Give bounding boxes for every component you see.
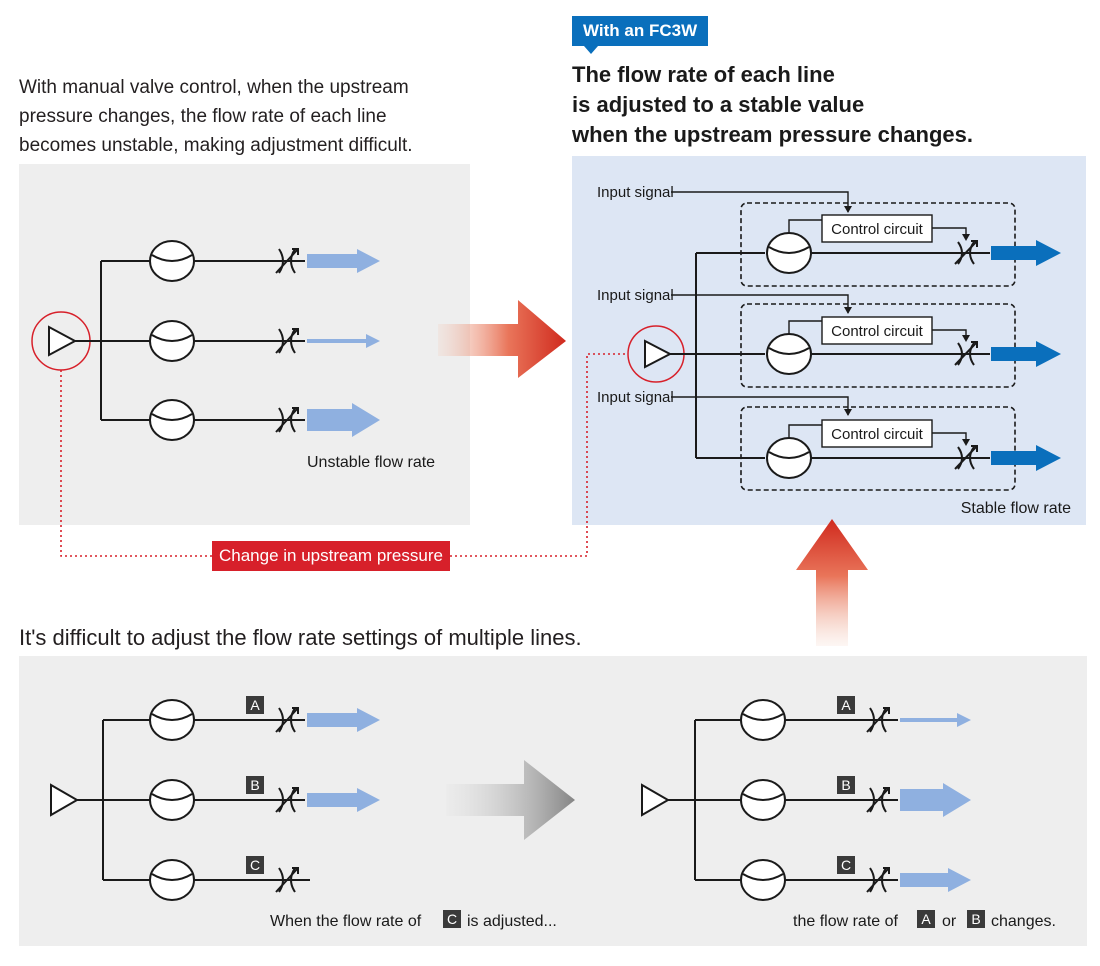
bottom-left-circuit: A B C When the flow: [50, 696, 557, 930]
valve-tag-c-text: C: [841, 857, 851, 873]
control-circuit-label-3: Control circuit: [831, 426, 924, 443]
pump-icon: [641, 783, 671, 817]
transition-arrow-up: [796, 519, 868, 646]
left-manual-circuit: Unstable flow rate: [31, 240, 435, 471]
needle-valve-icon: [275, 248, 299, 274]
left-intro-line-1: With manual valve control, when the upst…: [19, 77, 409, 98]
bottom-right-caption-mid: or: [942, 913, 957, 930]
flow-arrow-thin: [307, 334, 380, 348]
input-signal-label-1: Input signal: [597, 184, 674, 201]
pressure-change-label: Change in upstream pressure: [212, 541, 450, 571]
needle-valve-icon: [866, 787, 890, 813]
left-diagram-panel: [19, 164, 470, 525]
fc3w-module-2: Control circuit: [740, 303, 1061, 388]
headline-line-1: The flow rate of each line: [572, 62, 835, 87]
left-intro-line-3: becomes unstable, making adjustment diff…: [19, 135, 413, 156]
transition-arrow-right: [438, 300, 566, 378]
bottom-left-caption-after: is adjusted...: [467, 913, 557, 930]
stable-flow-arrow: [991, 240, 1061, 266]
stable-flow-arrow: [991, 445, 1061, 471]
fc3w-module-3: Control circuit: [740, 406, 1061, 491]
valve-tag-c: [837, 856, 855, 874]
input-signal-label-2: Input signal: [597, 287, 674, 304]
control-circuit-label-2: Control circuit: [831, 323, 924, 340]
bl-line-a: A: [149, 696, 380, 741]
bottom-right-caption-after: changes.: [991, 913, 1056, 930]
bl-line-b: B: [149, 776, 380, 821]
flow-arrow: [307, 788, 380, 812]
left-manifold-lines: [75, 260, 150, 421]
needle-valve-icon: [866, 867, 890, 893]
valve-tag-c: [246, 856, 264, 874]
gray-transition-arrow: [446, 760, 575, 840]
right-caption: Stable flow rate: [961, 500, 1071, 517]
valve-tag-b-text: B: [841, 777, 850, 793]
valve-tag-a-text: A: [250, 697, 260, 713]
br-line-c: C: [740, 856, 971, 901]
left-intro-line-2: pressure changes, the flow rate of each …: [19, 106, 387, 127]
left-intro-text: With manual valve control, when the upst…: [19, 73, 413, 160]
caption-tag-b: [967, 910, 985, 928]
flow-arrow-wide: [900, 783, 971, 817]
br-line-a: A: [740, 696, 971, 741]
headline-line-3: when the upstream pressure changes.: [572, 122, 974, 147]
right-pump-icon: [644, 339, 673, 369]
needle-valve-icon: [866, 707, 890, 733]
control-valve-icon: [954, 240, 978, 265]
caption-tag-b-text: B: [971, 911, 980, 927]
left-caption: Unstable flow rate: [307, 454, 435, 471]
left-line-1: [149, 240, 380, 282]
bottom-right-caption-before: the flow rate of: [793, 913, 899, 930]
valve-tag-a: [837, 696, 855, 714]
valve-tag-c-text: C: [250, 857, 260, 873]
flow-arrow: [307, 708, 380, 732]
fc3w-badge: With an FC3W: [572, 16, 709, 46]
caption-tag-a: [917, 910, 935, 928]
caption-tag-c: [443, 910, 461, 928]
headline: The flow rate of each line is adjusted t…: [572, 60, 973, 150]
valve-tag-a-text: A: [841, 697, 851, 713]
headline-line-2: is adjusted to a stable value: [572, 92, 865, 117]
left-line-2: [149, 320, 380, 362]
bottom-left-caption-before: When the flow rate of: [270, 913, 422, 930]
bl-line-c: C: [149, 856, 310, 901]
flow-arrow-thick: [307, 249, 380, 273]
flow-arrow-wide: [307, 403, 380, 437]
pressure-change-path: [60, 353, 628, 557]
bottom-right-circuit: A B C the flo: [641, 696, 1056, 930]
pump-icon: [50, 783, 80, 817]
br-line-b: B: [740, 776, 971, 821]
needle-valve-icon: [275, 867, 299, 893]
fc3w-module-1: Control circuit: [740, 202, 1061, 287]
control-circuit-label-1: Control circuit: [831, 221, 924, 238]
right-fc3w-circuit: Input signal Input signal Input signal C…: [597, 184, 1071, 517]
needle-valve-icon: [275, 787, 299, 813]
control-valve-icon: [954, 341, 978, 366]
right-manifold-lines: [670, 252, 765, 459]
caption-tag-a-text: A: [921, 911, 931, 927]
left-pump-icon: [48, 325, 78, 357]
needle-valve-icon: [275, 407, 299, 433]
fc3w-badge-pointer: [584, 46, 598, 54]
valve-tag-b-text: B: [250, 777, 259, 793]
control-circuit-box: [821, 316, 933, 345]
flow-arrow: [900, 868, 971, 892]
left-line-3: [149, 399, 380, 441]
bottom-heading: It's difficult to adjust the flow rate s…: [19, 625, 582, 650]
valve-tag-b: [246, 776, 264, 794]
stable-flow-arrow: [991, 341, 1061, 367]
needle-valve-icon: [275, 328, 299, 354]
input-signal-label-3: Input signal: [597, 389, 674, 406]
valve-tag-b: [837, 776, 855, 794]
needle-valve-icon: [275, 707, 299, 733]
control-valve-icon: [954, 445, 978, 470]
valve-tag-a: [246, 696, 264, 714]
flow-arrow-thin: [900, 713, 971, 727]
caption-tag-c-text: C: [447, 911, 457, 927]
